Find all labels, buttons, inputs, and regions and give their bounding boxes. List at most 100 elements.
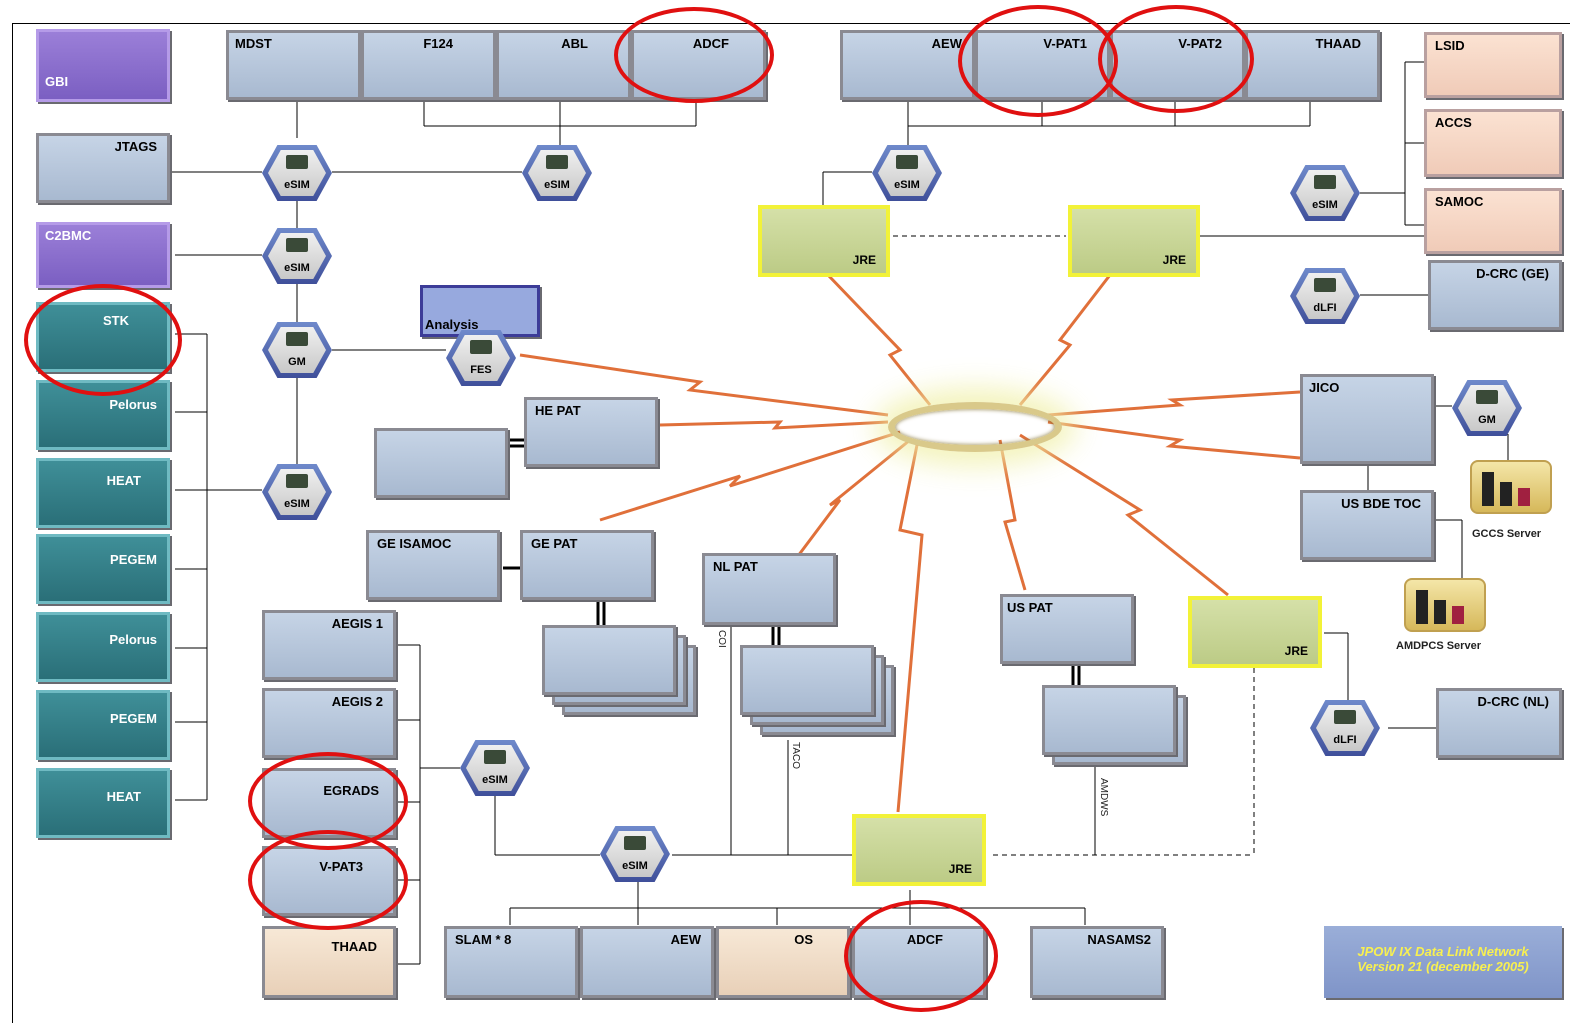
node-os[interactable]: OS	[716, 926, 850, 998]
node-label: D-CRC (GE)	[1476, 266, 1549, 281]
ge-pat-launchers[interactable]	[542, 625, 676, 695]
node-label: AEW	[670, 932, 701, 947]
gm-hub-2[interactable]: GM	[1452, 380, 1522, 436]
node-label: HEAT	[106, 789, 141, 804]
node-label: THAAD	[1315, 36, 1362, 51]
esim-hub-1[interactable]: eSIM	[262, 145, 332, 201]
esim-hub-2[interactable]: eSIM	[522, 145, 592, 201]
node-nasams2[interactable]: NASAMS2	[1030, 926, 1164, 998]
node-aegis-1[interactable]: AEGIS 1	[262, 610, 396, 680]
node-label: JRE	[1162, 253, 1186, 267]
esim-hub-3[interactable]: eSIM	[872, 145, 942, 201]
esim-hub-6[interactable]: eSIM	[1290, 165, 1360, 221]
fes-hub[interactable]: FES	[446, 330, 516, 386]
he-pat-launchers[interactable]	[374, 428, 508, 498]
node-dcrc-nl[interactable]: D-CRC (NL)	[1436, 688, 1562, 758]
hub-label: dLFI	[1313, 302, 1337, 314]
node-aew-top[interactable]: AEW	[840, 30, 975, 100]
node-label: HE PAT	[535, 403, 581, 418]
hub-label: dLFI	[1333, 734, 1357, 746]
node-label: C2BMC	[45, 228, 92, 243]
node-mdst[interactable]: MDST	[226, 30, 361, 100]
terminal-icon	[484, 750, 506, 764]
node-label: JICO	[1309, 380, 1340, 395]
node-label: OS	[794, 932, 813, 947]
terminal-icon	[470, 340, 492, 354]
node-jre-3[interactable]: JRE	[1188, 596, 1322, 668]
us-pat-launchers[interactable]	[1042, 685, 1176, 755]
hub-label: eSIM	[482, 774, 508, 786]
node-jre-2[interactable]: JRE	[1068, 205, 1200, 277]
diagram-legend: JPOW IX Data Link Network Version 21 (de…	[1324, 926, 1562, 998]
hub-label: eSIM	[1312, 199, 1338, 211]
node-label: JRE	[1284, 644, 1308, 658]
node-label: ABL	[561, 36, 588, 51]
node-abl[interactable]: ABL	[496, 30, 631, 100]
dlfi-hub-1[interactable]: dLFI	[1290, 268, 1360, 324]
esim-hub-7[interactable]: eSIM	[460, 740, 530, 796]
amdpcs-server-icon[interactable]	[1404, 578, 1486, 632]
dlfi-hub-2[interactable]: dLFI	[1310, 700, 1380, 756]
node-jtags[interactable]: JTAGS	[36, 133, 170, 203]
node-gbi[interactable]: GBI	[36, 29, 170, 102]
node-pelorus-2[interactable]: Pelorus	[36, 612, 170, 682]
node-label: Analysis	[425, 317, 479, 332]
node-slam8[interactable]: SLAM * 8	[444, 926, 578, 998]
node-samoc[interactable]: SAMOC	[1424, 188, 1562, 254]
node-c2bmc[interactable]: C2BMC	[36, 222, 170, 288]
hub-label: eSIM	[894, 179, 920, 191]
highlight-vpat3	[248, 830, 408, 930]
node-label: SAMOC	[1435, 194, 1484, 209]
esim-hub-8[interactable]: eSIM	[600, 826, 670, 882]
node-us-pat[interactable]: US PAT	[1000, 594, 1134, 664]
node-label: LSID	[1435, 38, 1465, 53]
node-nl-pat[interactable]: NL PAT	[702, 553, 836, 625]
terminal-icon	[1476, 390, 1498, 404]
node-aegis-2[interactable]: AEGIS 2	[262, 688, 396, 758]
node-f124[interactable]: F124	[361, 30, 496, 100]
node-analysis[interactable]: Analysis	[420, 285, 540, 337]
node-jre-4[interactable]: JRE	[852, 814, 986, 886]
node-jre-1[interactable]: JRE	[758, 205, 890, 277]
node-he-pat[interactable]: HE PAT	[524, 397, 658, 467]
nl-pat-launchers[interactable]	[740, 645, 874, 715]
node-label: SLAM * 8	[455, 932, 512, 947]
esim-hub-5[interactable]: eSIM	[262, 464, 332, 520]
node-label: NL PAT	[713, 559, 758, 574]
highlight-stk	[24, 284, 182, 396]
amdpcs-server-label: AMDPCS Server	[1396, 640, 1481, 652]
node-pegem-1[interactable]: PEGEM	[36, 534, 170, 604]
gccs-server-icon[interactable]	[1470, 460, 1552, 514]
node-label: JTAGS	[114, 139, 157, 154]
gm-hub-1[interactable]: GM	[262, 322, 332, 378]
node-label: PEGEM	[110, 711, 157, 726]
highlight-vpat2	[1098, 5, 1254, 113]
node-dcrc-ge[interactable]: D-CRC (GE)	[1428, 260, 1562, 330]
node-label: NASAMS2	[1087, 932, 1151, 947]
hub-label: eSIM	[284, 262, 310, 274]
hub-label: GM	[288, 356, 306, 368]
node-label: US BDE TOC	[1341, 496, 1421, 511]
node-label: MDST	[235, 36, 272, 51]
legend-version: Version 21 (december 2005)	[1357, 959, 1529, 974]
node-heat-2[interactable]: HEAT	[36, 768, 170, 838]
node-accs[interactable]: ACCS	[1424, 109, 1562, 177]
node-us-bde-toc[interactable]: US BDE TOC	[1300, 490, 1434, 560]
node-jico[interactable]: JICO	[1300, 374, 1434, 464]
hub-label: eSIM	[284, 179, 310, 191]
node-thaad-top[interactable]: THAAD	[1245, 30, 1380, 100]
link-label-taco: TACO	[790, 742, 801, 770]
node-pegem-2[interactable]: PEGEM	[36, 690, 170, 760]
esim-hub-4[interactable]: eSIM	[262, 228, 332, 284]
node-lsid[interactable]: LSID	[1424, 32, 1562, 98]
node-ge-pat[interactable]: GE PAT	[520, 530, 654, 600]
terminal-icon	[1314, 175, 1336, 189]
node-label: US PAT	[1007, 600, 1053, 615]
node-label: F124	[423, 36, 453, 51]
node-thaad-bottom[interactable]: THAAD	[262, 926, 396, 998]
node-heat-1[interactable]: HEAT	[36, 458, 170, 528]
node-aew-bottom[interactable]: AEW	[580, 926, 714, 998]
link-label-amdws: AMDWS	[1098, 778, 1109, 817]
node-ge-isamoc[interactable]: GE ISAMOC	[366, 530, 500, 600]
